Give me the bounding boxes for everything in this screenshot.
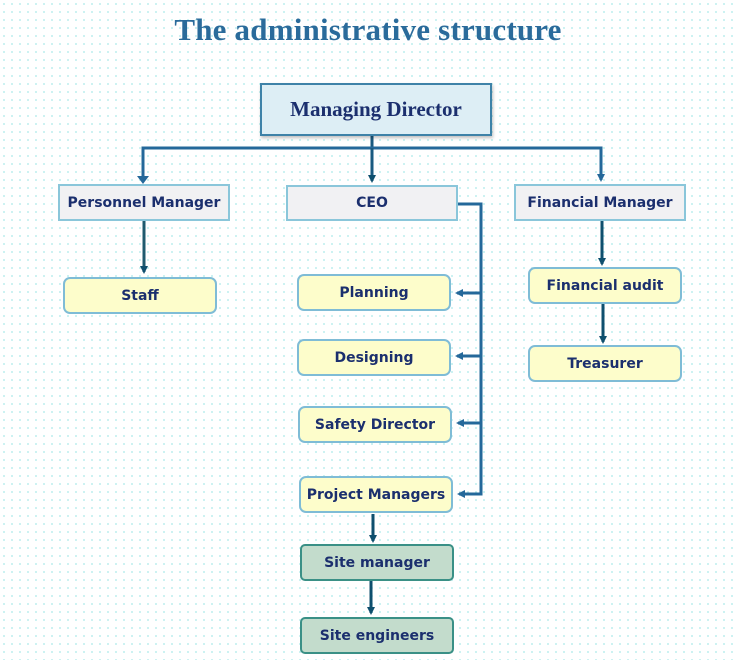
node-planning: Planning (297, 274, 451, 311)
node-site-engineers: Site engineers (300, 617, 454, 654)
node-label: Financial Manager (527, 194, 673, 211)
node-label: Site manager (324, 554, 430, 571)
node-safety-director: Safety Director (298, 406, 452, 443)
node-financial-manager: Financial Manager (514, 184, 686, 221)
node-label: Personnel Manager (67, 194, 221, 211)
node-managing-director: Managing Director (260, 83, 492, 136)
node-project-managers: Project Managers (299, 476, 453, 513)
node-label: Treasurer (567, 355, 643, 372)
node-label: Financial audit (546, 277, 664, 294)
node-label: CEO (356, 195, 388, 211)
node-site-manager: Site manager (300, 544, 454, 581)
connector-ceo-bracket (457, 202, 483, 498)
diagram-title: The administrative structure (174, 12, 562, 47)
node-label: Project Managers (306, 486, 446, 503)
node-label: Planning (339, 284, 409, 301)
arrow-to-personnel (137, 176, 149, 184)
node-label: Staff (121, 287, 159, 304)
node-financial-audit: Financial audit (528, 267, 682, 304)
node-label: Designing (334, 349, 414, 366)
node-label: Managing Director (290, 97, 462, 121)
node-label: Site engineers (319, 627, 435, 644)
connector-md-bus (141, 146, 605, 182)
node-designing: Designing (297, 339, 451, 376)
node-staff: Staff (63, 277, 217, 314)
node-ceo: CEO (286, 185, 458, 221)
node-treasurer: Treasurer (528, 345, 682, 382)
node-label: Safety Director (314, 416, 436, 433)
node-personnel-manager: Personnel Manager (58, 184, 230, 221)
